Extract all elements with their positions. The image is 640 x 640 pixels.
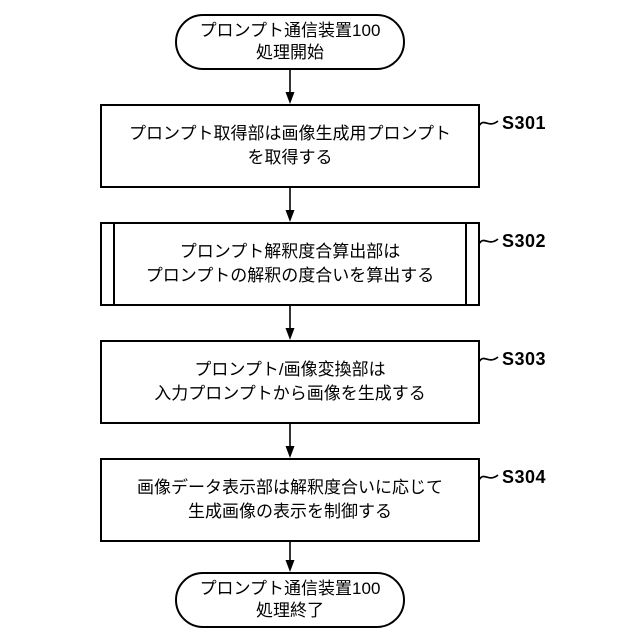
start-terminal-line2: 処理開始 <box>256 43 324 62</box>
step-label-s301: S301 <box>478 112 546 134</box>
step-label-text: S301 <box>502 112 547 133</box>
step-label-text: S304 <box>502 466 547 487</box>
label-leader-squiggle-icon <box>478 238 499 245</box>
end-terminal-line1: プロンプト通信装置100 <box>199 579 381 598</box>
step-label-s304: S304 <box>478 466 546 488</box>
flow-arrow-down-icon <box>285 542 295 572</box>
end-terminal: プロンプト通信装置100 処理終了 <box>175 572 405 628</box>
step-text-line: プロンプト解釈度合算出部は <box>179 242 401 261</box>
predefined-process-box-s302: プロンプト解釈度合算出部は プロンプトの解釈の度合いを算出する <box>100 222 480 306</box>
step-text-line: プロンプト/画像変換部は <box>194 360 386 379</box>
step-text-line: を取得する <box>247 148 333 167</box>
step-text-line: 入力プロンプトから画像を生成する <box>154 384 426 403</box>
start-terminal: プロンプト通信装置100 処理開始 <box>175 14 405 70</box>
label-leader-squiggle-icon <box>478 120 499 127</box>
step-label-s303: S303 <box>478 348 546 370</box>
flow-arrow-down-icon <box>285 306 295 340</box>
end-terminal-line2: 処理終了 <box>256 601 324 620</box>
label-leader-squiggle-icon <box>478 356 499 363</box>
label-leader-squiggle-icon <box>478 474 499 481</box>
step-label-text: S303 <box>502 348 547 369</box>
process-box-s301: プロンプト取得部は画像生成用プロンプト を取得する <box>100 104 480 188</box>
process-box-s303: プロンプト/画像変換部は 入力プロンプトから画像を生成する <box>100 340 480 424</box>
step-label-s302: S302 <box>478 230 546 252</box>
flow-arrow-down-icon <box>285 70 295 104</box>
predefined-process-sidebar <box>113 224 115 304</box>
step-text-line: プロンプトの解釈の度合いを算出する <box>145 266 435 285</box>
start-terminal-line1: プロンプト通信装置100 <box>199 21 381 40</box>
process-box-s304: 画像データ表示部は解釈度合いに応じて 生成画像の表示を制御する <box>100 458 480 542</box>
flow-arrow-down-icon <box>285 424 295 458</box>
predefined-process-sidebar <box>465 224 467 304</box>
flow-arrow-down-icon <box>285 188 295 222</box>
step-text-line: 生成画像の表示を制御する <box>188 502 392 521</box>
step-label-text: S302 <box>502 230 547 251</box>
step-text-line: 画像データ表示部は解釈度合いに応じて <box>137 478 443 497</box>
step-text-line: プロンプト取得部は画像生成用プロンプト <box>129 124 451 143</box>
